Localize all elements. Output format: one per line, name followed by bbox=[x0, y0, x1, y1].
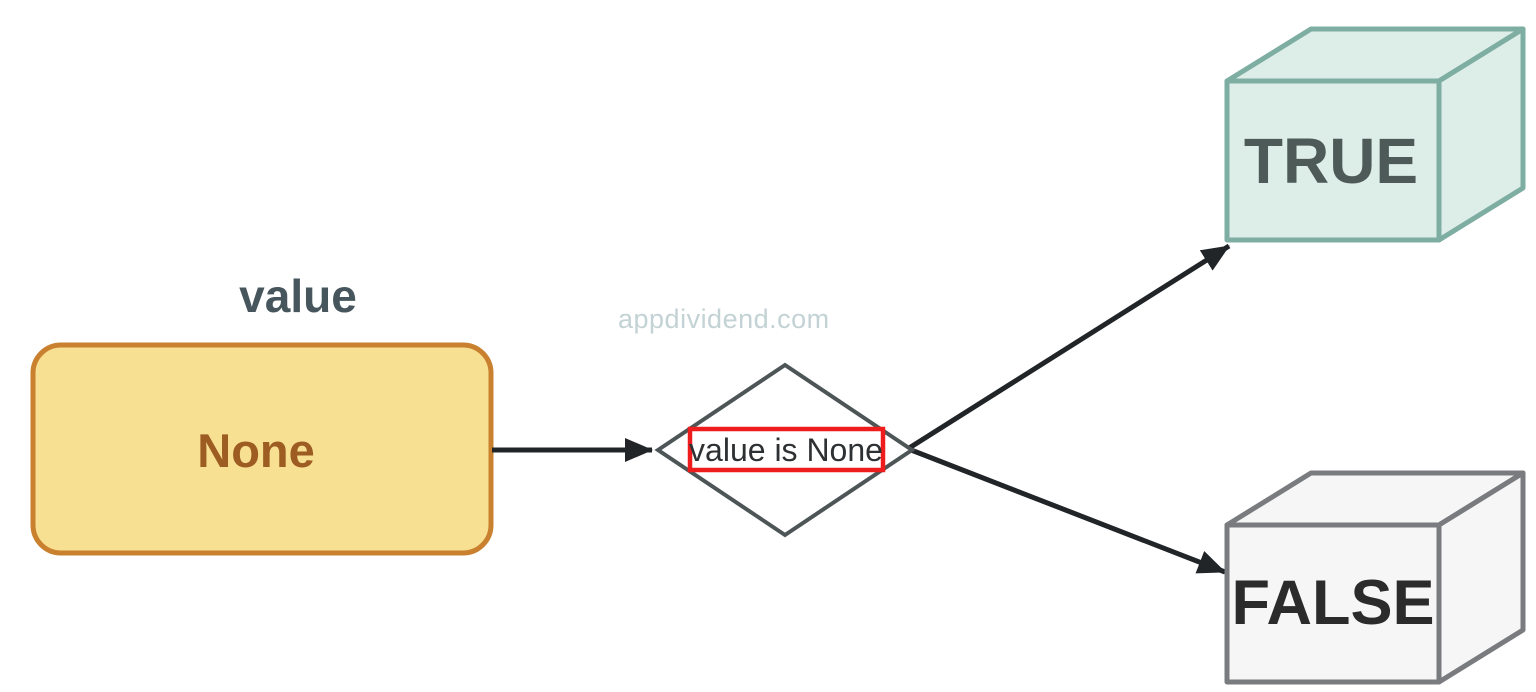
arrow-decision-to-false bbox=[905, 445, 1226, 575]
outcome-false-cube: FALSE bbox=[1224, 470, 1526, 685]
input-node-title: value bbox=[239, 270, 357, 322]
true-cube-front-face bbox=[1224, 78, 1442, 243]
arrow-decision-to-true bbox=[904, 243, 1231, 453]
outcome-true-cube: TRUE bbox=[1224, 26, 1526, 243]
outcome-true-label: TRUE bbox=[1244, 125, 1418, 197]
input-node-box bbox=[30, 342, 494, 556]
decision-highlight-box bbox=[687, 426, 886, 473]
outcome-false-label: FALSE bbox=[1231, 568, 1434, 638]
decision-node-label: value is None bbox=[689, 432, 883, 468]
false-cube-front-face bbox=[1224, 522, 1442, 685]
input-node-label: None bbox=[197, 424, 315, 477]
watermark-text: appdividend.com bbox=[618, 304, 830, 334]
